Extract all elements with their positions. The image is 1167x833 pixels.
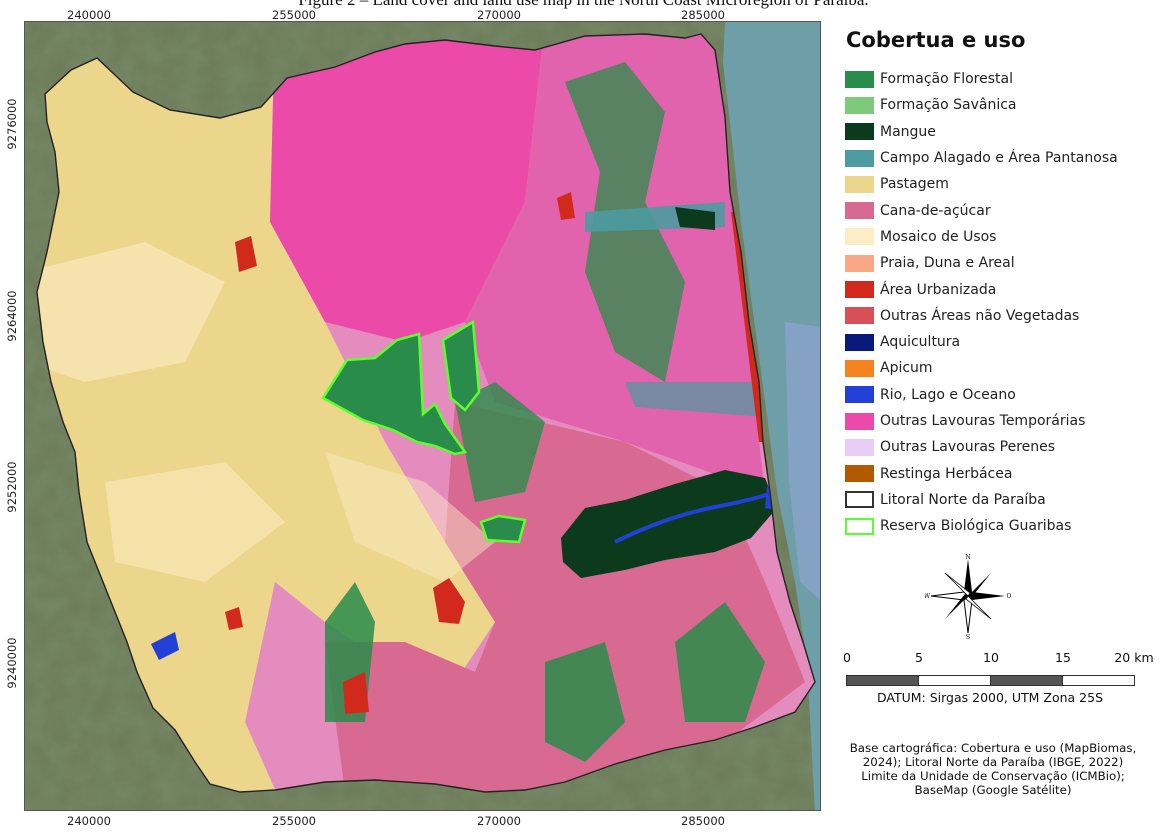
legend-label: Cana-de-açúcar (880, 202, 991, 219)
legend-label: Apicum (880, 360, 933, 377)
legend-item: Reserva Biológica Guaribas (845, 513, 1165, 539)
legend-item: Praia, Duna e Areal (845, 250, 1165, 276)
legend-swatch (845, 254, 874, 272)
figure-caption: Figure 2 – Land cover and land use map i… (0, 0, 1167, 10)
legend-swatch (845, 281, 874, 299)
guaribas-reserve-polygon[interactable] (441, 319, 481, 412)
guaribas-reserve-polygon[interactable] (321, 332, 468, 456)
legend-item: Aquicultura (845, 329, 1165, 355)
legend-item: Formação Florestal (845, 66, 1165, 92)
legend-label: Formação Florestal (880, 71, 1013, 88)
x-coord-label: 285000 (681, 814, 725, 828)
y-coord-label: 9240000 (5, 637, 19, 689)
legend-item: Restinga Herbácea (845, 460, 1165, 486)
legend-item: Apicum (845, 355, 1165, 381)
compass-n-label: N (965, 554, 970, 561)
legend-item: Outras Lavouras Perenes (845, 434, 1165, 460)
legend-item: Área Urbanizada (845, 276, 1165, 302)
guaribas-reserve-polygon[interactable] (479, 514, 527, 544)
legend-label: Restinga Herbácea (880, 465, 1013, 482)
scale-tick-label: 10 (983, 650, 999, 665)
legend-label: Outras Lavouras Temporárias (880, 413, 1086, 429)
legend-item: Pastagem (845, 171, 1165, 197)
legend-swatch (845, 491, 874, 509)
legend-label: Aquicultura (880, 334, 961, 351)
scale-segment (846, 675, 919, 686)
scale-segment (990, 675, 1063, 686)
scale-segment (1062, 675, 1135, 686)
legend-swatch (845, 228, 874, 246)
legend-swatch (845, 149, 874, 167)
legend-swatch (845, 175, 874, 193)
legend-item: Litoral Norte da Paraíba (845, 487, 1165, 513)
scale-tick-label: 0 (843, 650, 851, 665)
legend-swatch (845, 438, 874, 456)
legend-item: Outras Áreas não Vegetadas (845, 303, 1165, 329)
legend-label: Reserva Biológica Guaribas (880, 518, 1072, 535)
legend-label: Praia, Duna e Areal (880, 255, 1015, 272)
legend-swatch (845, 359, 874, 377)
legend-item: Rio, Lago e Oceano (845, 382, 1165, 408)
legend-swatch (845, 70, 874, 88)
scale-tick-label: 5 (915, 650, 923, 665)
legend-swatch (845, 333, 874, 351)
source-credits: Base cartográfica: Cobertura e uso (MapB… (843, 741, 1143, 797)
ocean-shelf (785, 322, 820, 601)
legend-label: Mangue (880, 123, 936, 140)
north-arrow-compass-icon: N S W O (925, 554, 1011, 639)
legend-item: Formação Savânica (845, 92, 1165, 118)
scale-bar: 0 5 10 15 20 km (840, 650, 1154, 710)
legend-swatch (845, 202, 874, 220)
compass-e-label: O (1007, 593, 1011, 600)
source-line: Base cartográfica: Cobertura e uso (MapB… (849, 741, 1137, 755)
legend-label: Rio, Lago e Oceano (880, 386, 1016, 403)
y-coord-label: 9264000 (5, 290, 19, 342)
legend-item: Mosaico de Usos (845, 224, 1165, 250)
x-coord-label: 270000 (477, 814, 521, 828)
legend-label: Campo Alagado e Área Pantanosa (880, 150, 1118, 167)
legend-swatch (845, 465, 874, 483)
legend-item: Campo Alagado e Área Pantanosa (845, 145, 1165, 171)
legend-label: Mosaico de Usos (880, 228, 997, 245)
legend-item: Outras Lavouras Temporárias (845, 408, 1165, 434)
y-coord-label: 9276000 (5, 98, 19, 150)
y-coord-label: 9252000 (5, 461, 19, 513)
x-coord-label: 285000 (681, 8, 725, 22)
legend-label: Outras Lavouras Perenes (880, 439, 1056, 456)
legend-swatch (845, 123, 874, 141)
scale-segment (918, 675, 991, 686)
legend-swatch (845, 517, 874, 535)
legend-swatch (845, 386, 874, 404)
compass-s-label: S (966, 634, 970, 639)
x-coord-label: 240000 (67, 8, 111, 22)
legend-swatch (845, 307, 874, 325)
source-line: BaseMap (Google Satélite) (914, 783, 1072, 797)
legend-label: Área Urbanizada (880, 281, 997, 298)
ocean-area (723, 22, 820, 810)
source-line: Limite da Unidade de Conservação (ICMBio… (861, 769, 1125, 783)
legend-label: Pastagem (880, 176, 949, 193)
legend-item: Cana-de-açúcar (845, 197, 1165, 223)
legend-item: Mangue (845, 119, 1165, 145)
legend-title: Cobertua e uso (846, 28, 1026, 52)
scale-tick-label: 15 (1055, 650, 1071, 665)
legend-label: Formação Savânica (880, 97, 1017, 114)
scale-tick-label: 20 km (1114, 650, 1154, 665)
x-coord-label: 255000 (272, 8, 316, 22)
x-coord-label: 270000 (477, 8, 521, 22)
datum-text: DATUM: Sirgas 2000, UTM Zona 25S (876, 690, 1104, 705)
source-line: 2024); Litoral Norte da Paraíba (IBGE, 2… (862, 755, 1124, 769)
map-canvas (25, 22, 820, 810)
legend-swatch (845, 96, 874, 114)
legend-swatch (845, 412, 874, 430)
legend-label: Outras Áreas não Vegetadas (880, 307, 1080, 324)
compass-w-label: W (925, 593, 931, 600)
map-frame[interactable] (24, 21, 821, 811)
x-coord-label: 240000 (67, 814, 111, 828)
x-coord-label: 255000 (272, 814, 316, 828)
legend-label: Litoral Norte da Paraíba (880, 491, 1046, 508)
